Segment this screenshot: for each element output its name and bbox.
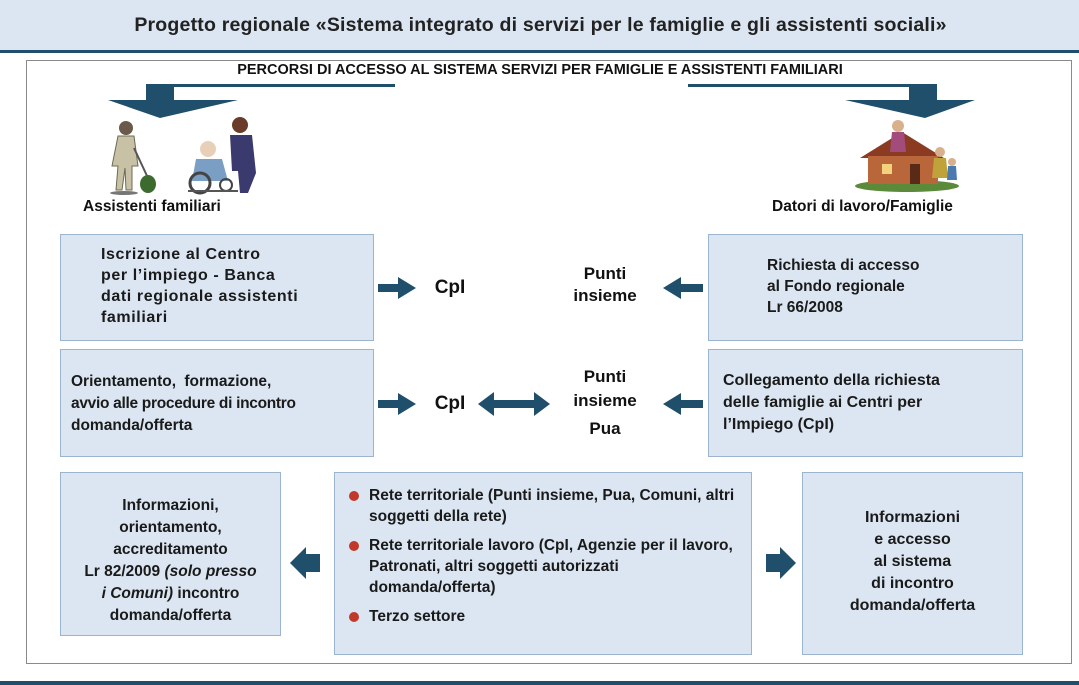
- text-fragment: incontro: [173, 585, 240, 602]
- left-arrow-icon: [663, 277, 703, 299]
- wheelchair-elderly-icon: [188, 117, 256, 195]
- orientamento-box: Orientamento, formazione, avvio alle pro…: [60, 349, 374, 457]
- down-arrow-left: [108, 84, 238, 118]
- italic-fragment: i Comuni): [101, 585, 174, 602]
- list-item: Rete territoriale lavoro (CpI, Agenzie p…: [341, 535, 745, 598]
- diagram-header: PERCORSI DI ACCESSO AL SISTEMA SERVIZI P…: [237, 62, 843, 78]
- punti-insieme-label: Punti insieme: [560, 263, 650, 307]
- mid-line: insieme: [573, 286, 637, 305]
- box-line: al Fondo regionale: [767, 278, 905, 295]
- bullet-icon: [349, 491, 359, 501]
- box-line: domanda/offerta: [849, 597, 976, 614]
- box-line: Richiesta di accesso: [767, 257, 920, 274]
- left-arrow-icon: [290, 547, 320, 579]
- box-line: Lr 66/2008: [767, 299, 843, 316]
- box-line: domanda/offerta: [71, 417, 193, 434]
- bullet-icon: [349, 612, 359, 622]
- richiesta-fondo-box: Richiesta di accesso al Fondo regionale …: [708, 234, 1023, 341]
- box-line: Lr 82/2009 (solo presso: [61, 561, 280, 583]
- box-line: i Comuni) incontro: [61, 583, 280, 605]
- header-bar-left: [170, 84, 395, 87]
- mid-line: Punti: [583, 264, 627, 283]
- box-line: di incontro: [871, 575, 954, 592]
- box-line: e accesso: [874, 531, 951, 548]
- box-line: l’Impiego (CpI): [723, 416, 835, 433]
- cpi-label: CpI: [434, 277, 466, 298]
- box-line: dati regionale assistenti: [101, 288, 299, 305]
- mid-line: insieme: [573, 391, 637, 410]
- right-arrow-icon: [378, 277, 416, 299]
- box-line: per l’impiego - Banca: [101, 267, 276, 284]
- bullet-icon: [349, 541, 359, 551]
- right-arrow-icon: [378, 393, 416, 415]
- box-line: Collegamento della richiesta: [723, 372, 940, 389]
- informazioni-accesso-box: Informazioni e accesso al sistema di inc…: [802, 472, 1023, 655]
- list-item-text: Terzo settore: [369, 608, 466, 625]
- box-line: Informazioni: [864, 509, 961, 526]
- box-line: domanda/offerta: [109, 607, 232, 624]
- text-fragment: Lr 82/2009: [84, 563, 165, 580]
- reti-list: Rete territoriale (Punti insieme, Pua, C…: [341, 485, 745, 627]
- italic-fragment: (solo presso: [164, 563, 257, 580]
- list-item-text: Rete territoriale (Punti insieme, Pua, C…: [369, 487, 735, 525]
- page-title: Progetto regionale «Sistema integrato di…: [134, 14, 947, 36]
- informazioni-accreditamento-box: Informazioni, orientamento, accreditamen…: [60, 472, 281, 636]
- assistenti-familiari-label: Assistenti familiari: [83, 198, 221, 215]
- list-item-text: Rete territoriale lavoro (CpI, Agenzie p…: [369, 537, 733, 596]
- caregiver-icon: [110, 121, 156, 195]
- datori-lavoro-label: Datori di lavoro/Famiglie: [772, 198, 953, 215]
- box-line: orientamento,: [119, 519, 222, 536]
- cpi-label: CpI: [434, 393, 466, 414]
- box-line: delle famiglie ai Centri per: [723, 394, 923, 411]
- box-line: familiari: [101, 309, 168, 326]
- collegamento-box: Collegamento della richiesta delle famig…: [708, 349, 1023, 457]
- mid-line: Pua: [589, 419, 621, 438]
- box-line: Iscrizione al Centro: [101, 246, 261, 263]
- double-arrow-icon: [478, 392, 550, 416]
- box-line: accreditamento: [113, 541, 228, 558]
- mid-line: Punti: [583, 367, 627, 386]
- down-arrow-right: [845, 84, 975, 118]
- header-bar-right: [688, 84, 920, 87]
- reti-territoriali-box: Rete territoriale (Punti insieme, Pua, C…: [334, 472, 752, 655]
- list-item: Terzo settore: [341, 606, 745, 627]
- iscrizione-box: Iscrizione al Centro per l’impiego - Ban…: [60, 234, 374, 341]
- punti-insieme-pua-label: Punti insieme Pua: [560, 365, 650, 441]
- bottom-rule: [0, 681, 1079, 685]
- list-item: Rete territoriale (Punti insieme, Pua, C…: [341, 485, 745, 527]
- box-line: Orientamento, formazione,: [71, 373, 272, 390]
- box-line: al sistema: [873, 553, 952, 570]
- title-band: [0, 0, 1079, 53]
- box-line: Informazioni,: [122, 497, 219, 514]
- right-arrow-icon: [766, 547, 796, 579]
- family-house-icon: [855, 120, 959, 192]
- box-line: avvio alle procedure di incontro: [71, 395, 296, 412]
- left-arrow-icon: [663, 393, 703, 415]
